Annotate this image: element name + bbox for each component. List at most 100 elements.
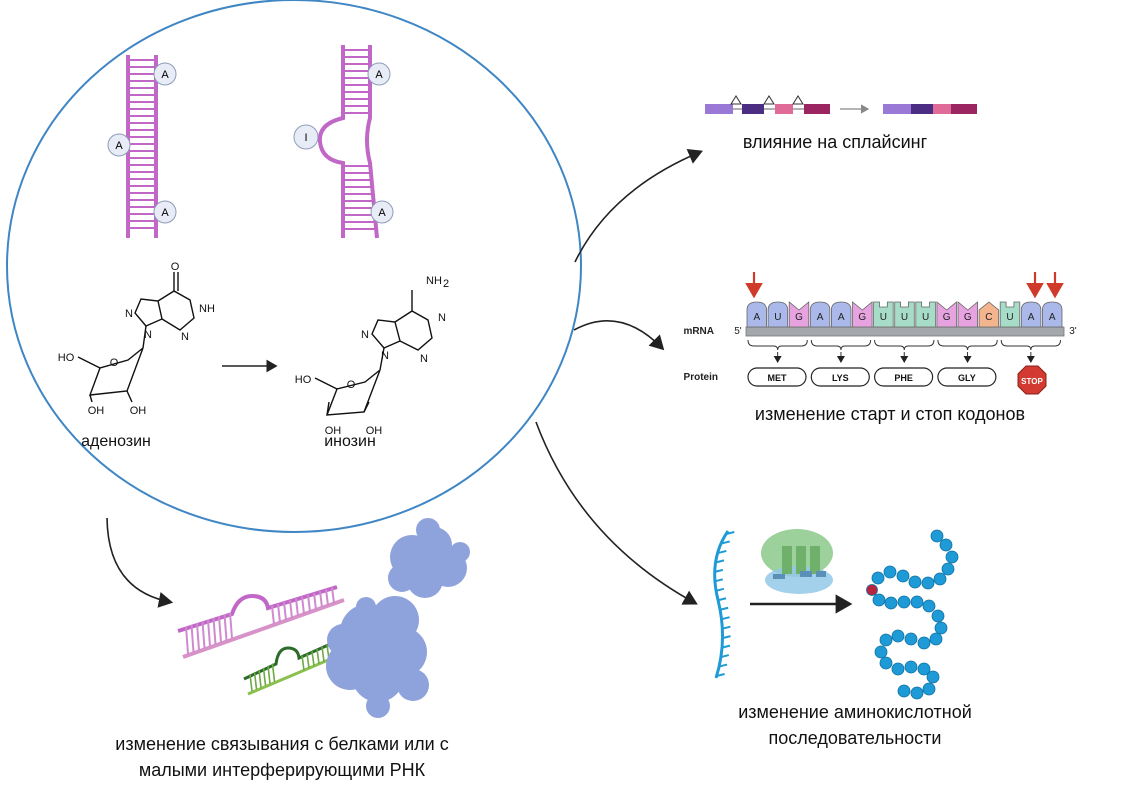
splicing-caption: влияние на сплайсинг	[743, 132, 928, 152]
amino-acid-bead	[939, 538, 953, 552]
codon-caption: изменение старт и стоп кодонов	[755, 404, 1025, 424]
edited-residue	[866, 584, 878, 596]
amino-acid-bead	[945, 550, 959, 564]
aminoacid-diagram	[713, 529, 959, 700]
svg-text:N: N	[420, 353, 428, 365]
arrow-to-binding	[106, 517, 174, 608]
nucleotide-letter: A	[1028, 312, 1035, 323]
amino-acid-label: LYS	[832, 373, 849, 383]
aminoacid-caption-line1: изменение аминокислотной	[738, 702, 972, 722]
inosine-bubble: I	[293, 124, 319, 150]
codon-nucleotide	[915, 301, 936, 328]
svg-text:N: N	[381, 350, 389, 362]
amino-acid-bead	[922, 682, 936, 696]
binding-caption-line2: малыми интерферирующими РНК	[139, 760, 426, 780]
svg-text:A: A	[161, 69, 169, 81]
svg-text:N: N	[125, 308, 133, 320]
codon-nucleotide	[852, 301, 873, 328]
mrna-backbone	[745, 326, 1065, 337]
stop-sign: STOP	[1017, 365, 1047, 395]
amino-acid-pill	[873, 367, 934, 387]
codon-nucleotide	[809, 301, 831, 328]
binding-diagram	[177, 518, 470, 718]
amino-acid-bead	[933, 572, 947, 586]
amino-acid-bead	[891, 662, 905, 676]
amino-acid-bead	[897, 595, 911, 609]
adenosine-bubble: A	[370, 200, 394, 224]
svg-text:A: A	[375, 69, 383, 81]
adenosine-label: аденозин	[81, 433, 151, 450]
amino-acid-bead	[879, 656, 893, 670]
amino-acid-label: MET	[768, 373, 788, 383]
amino-acid-bead	[904, 632, 918, 646]
binding-caption-line1: изменение связывания с белками или с	[115, 734, 448, 754]
svg-text:OH: OH	[366, 425, 383, 437]
amino-acid-bead	[921, 576, 935, 590]
amino-acid-bead	[931, 609, 945, 623]
arrow-to-codons	[573, 320, 665, 351]
nucleotide-letter: U	[901, 312, 908, 323]
amino-acid-bead	[941, 562, 955, 576]
amino-acid-bead	[910, 686, 924, 700]
amino-acid-bead	[884, 596, 898, 610]
nucleotide-letter: U	[922, 312, 929, 323]
codon-nucleotide	[894, 301, 915, 328]
svg-text:I: I	[304, 132, 307, 144]
amino-acid-bead	[897, 684, 911, 698]
codon-nucleotide	[767, 301, 789, 328]
amino-acid-bead	[896, 569, 910, 583]
svg-text:N: N	[144, 329, 152, 341]
amino-acid-bead	[922, 599, 936, 613]
codon-nucleotide	[788, 301, 810, 328]
nucleotide-letter: G	[943, 312, 951, 323]
svg-text:OH: OH	[88, 405, 105, 417]
svg-text:OH: OH	[130, 405, 147, 417]
amino-acid-bead	[917, 636, 931, 650]
amino-acid-bead	[883, 565, 897, 579]
codon-nucleotide	[936, 301, 957, 328]
codon-nucleotide	[999, 301, 1021, 328]
three-prime-label: 3'	[1069, 326, 1077, 337]
svg-text:O: O	[171, 261, 180, 273]
svg-text:N: N	[361, 329, 369, 341]
svg-text:N: N	[438, 312, 446, 324]
amino-acid-bead	[891, 629, 905, 643]
codon-nucleotide	[1020, 301, 1042, 328]
adenosine-bubble: A	[153, 200, 177, 224]
adenosine-bubble: A	[153, 62, 177, 86]
amino-acid-bead	[871, 571, 885, 585]
nucleotide-letter: A	[817, 312, 824, 323]
amino-acid-pill	[747, 367, 807, 387]
nucleotide-letter: C	[985, 312, 992, 323]
amino-acid-bead	[908, 575, 922, 589]
amino-acid-bead	[929, 632, 943, 646]
amino-acid-bead	[874, 645, 888, 659]
molecule-right-structure	[314, 290, 433, 416]
mrna-label: mRNA	[683, 326, 714, 337]
amino-acid-label: PHE	[894, 373, 913, 383]
amino-acid-pill	[810, 367, 870, 387]
protein-label: Protein	[684, 372, 718, 383]
editing-circle	[6, 0, 582, 533]
svg-text:HO: HO	[58, 352, 75, 364]
protein-blob-small	[388, 518, 470, 598]
codon-nucleotide	[746, 301, 767, 328]
adenosine-bubble: A	[367, 62, 391, 86]
adenosine-bubble: A	[107, 133, 131, 157]
nucleotide-letter: U	[880, 312, 887, 323]
codon-nucleotide	[831, 301, 852, 328]
aminoacid-caption-line2: последовательности	[769, 728, 942, 748]
inosine-label: инозин	[324, 433, 376, 450]
molecule-left-structure	[77, 272, 195, 403]
amino-acid-bead	[917, 662, 931, 676]
nucleotide-letter: A	[838, 312, 845, 323]
codon-nucleotide	[978, 301, 1000, 328]
nucleotide-letter: G	[858, 312, 866, 323]
amino-acid-bead	[926, 670, 940, 684]
amino-acid-bead	[910, 595, 924, 609]
nucleotide-letter: U	[1006, 312, 1013, 323]
svg-text:STOP: STOP	[1021, 377, 1043, 386]
amino-acid-bead	[934, 621, 948, 635]
